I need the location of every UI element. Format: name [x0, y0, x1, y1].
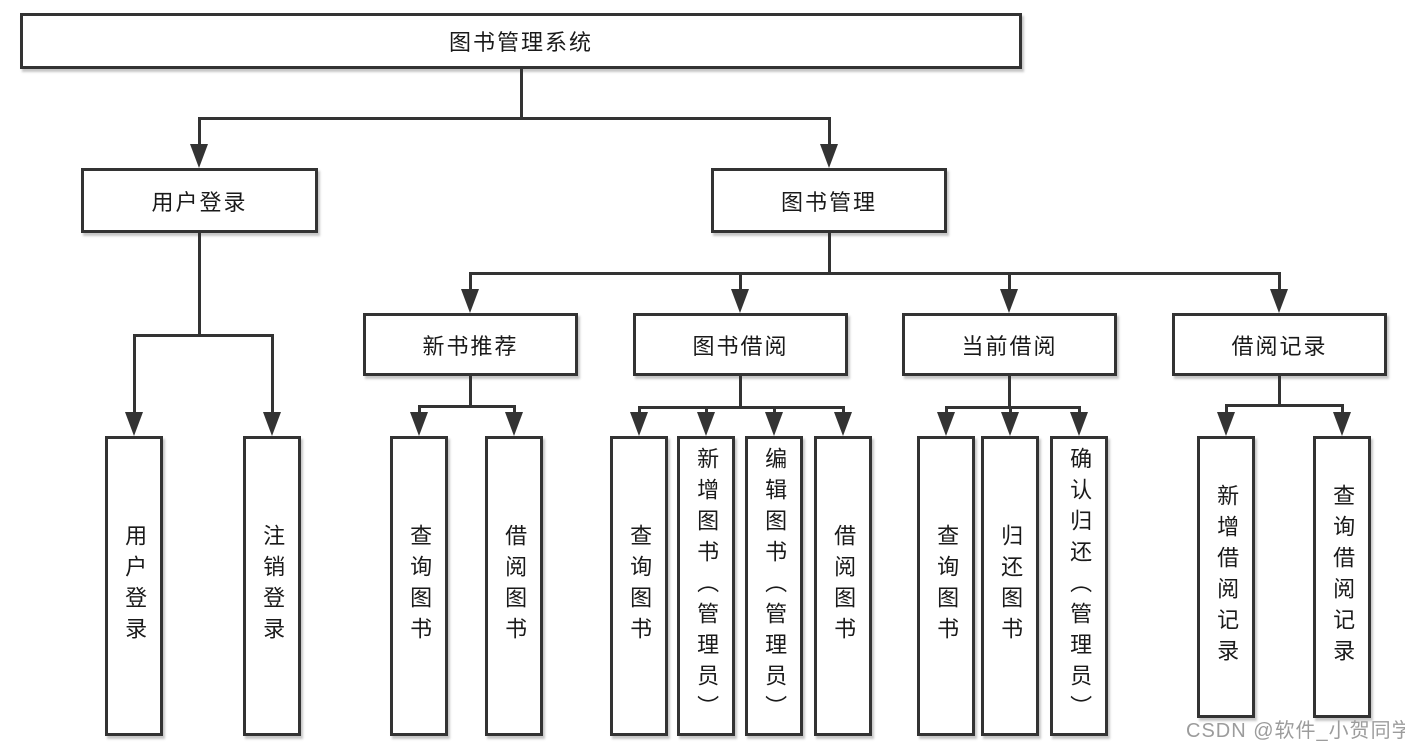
connector-drop-add-borrow-record — [1225, 404, 1228, 414]
connector-new-book-stem — [469, 376, 472, 407]
connector-drop-query-books-borrowing — [638, 406, 641, 414]
node-label: 查询图书 — [627, 524, 653, 648]
node-current-borrowing: 当前借阅 — [902, 313, 1117, 376]
connector-drop-return-book — [1009, 406, 1012, 414]
connector-book-borrowing-branch — [638, 406, 845, 409]
leaf-query-books-borrowing: 查询图书 — [610, 436, 668, 736]
node-label: 新增借阅记录 — [1214, 484, 1240, 670]
node-borrowing-records: 借阅记录 — [1172, 313, 1387, 376]
node-label: 用户登录 — [122, 524, 148, 648]
leaf-return-book: 归还图书 — [981, 436, 1039, 736]
node-library-management-system: 图书管理系统 — [20, 13, 1022, 69]
leaf-borrow-books-recommend: 借阅图书 — [485, 436, 543, 736]
node-label: 图书借阅 — [692, 333, 789, 359]
connector-drop-confirm-return — [1078, 406, 1081, 414]
arrowhead-edit-book — [765, 412, 783, 436]
leaf-add-book-admin: 新增图书（管理员） — [677, 436, 735, 736]
arrowhead-borrowing-records — [1270, 289, 1288, 313]
leaf-edit-book-admin: 编辑图书（管理员） — [745, 436, 803, 736]
node-new-book-recommendation: 新书推荐 — [363, 313, 578, 376]
leaf-query-books-recommend: 查询图书 — [390, 436, 448, 736]
leaf-add-borrow-record: 新增借阅记录 — [1197, 436, 1255, 718]
connector-drop-user-login — [198, 117, 201, 148]
node-label: 查询借阅记录 — [1330, 484, 1356, 670]
node-label: 借阅记录 — [1231, 333, 1328, 359]
node-label: 新增图书（管理员） — [694, 446, 720, 726]
node-label: 确认归还（管理员） — [1067, 446, 1093, 726]
connector-book-borrowing-stem — [739, 376, 742, 408]
leaf-user-login: 用户登录 — [105, 436, 163, 736]
connector-borrowing-records-stem — [1278, 376, 1281, 406]
connector-current-borrowing-stem — [1008, 376, 1011, 408]
connector-drop-query-borrow-record — [1341, 404, 1344, 414]
node-label: 归还图书 — [998, 524, 1024, 648]
node-label: 新书推荐 — [422, 333, 519, 359]
connector-drop-borrow-books-recommend — [513, 405, 516, 414]
leaf-confirm-return-admin: 确认归还（管理员） — [1050, 436, 1108, 736]
arrowhead-add-book — [697, 412, 715, 436]
connector-root-branch — [198, 117, 831, 120]
connector-current-borrowing-branch — [945, 406, 1081, 409]
leaf-logout: 注销登录 — [243, 436, 301, 736]
connector-drop-query-books-current — [945, 406, 948, 414]
connector-user-login-branch — [133, 334, 274, 337]
arrowhead-leaf-user-login — [125, 412, 143, 436]
connector-drop-leaf-logout — [271, 334, 274, 414]
node-label: 查询图书 — [407, 524, 433, 648]
connector-user-login-stem — [198, 233, 201, 336]
leaf-borrow-books-borrowing: 借阅图书 — [814, 436, 872, 736]
node-label: 用户登录 — [151, 189, 248, 215]
node-label: 借阅图书 — [831, 524, 857, 648]
connector-drop-current-borrowing — [1008, 272, 1011, 292]
connector-drop-book-management — [828, 117, 831, 148]
arrowhead-leaf-logout — [263, 412, 281, 436]
node-label: 查询图书 — [934, 524, 960, 648]
node-label: 图书管理系统 — [448, 30, 593, 55]
arrowhead-borrow-books-recommend — [505, 412, 523, 436]
arrowhead-add-borrow-record — [1217, 412, 1235, 436]
arrowhead-return-book — [1001, 412, 1019, 436]
node-book-management: 图书管理 — [711, 168, 947, 233]
connector-drop-add-book — [705, 406, 708, 414]
arrowhead-book-borrowing — [731, 289, 749, 313]
watermark: CSDN @软件_小贺同学 — [1186, 720, 1405, 742]
connector-drop-query-books-recommend — [418, 405, 421, 414]
leaf-query-borrow-record: 查询借阅记录 — [1313, 436, 1371, 718]
arrowhead-confirm-return — [1070, 412, 1088, 436]
arrowhead-query-books-borrowing — [630, 412, 648, 436]
arrowhead-query-borrow-record — [1333, 412, 1351, 436]
connector-book-management-branch — [469, 272, 1281, 275]
connector-drop-edit-book — [773, 406, 776, 414]
connector-borrowing-records-branch — [1225, 404, 1344, 407]
arrowhead-current-borrowing — [1000, 289, 1018, 313]
node-user-login: 用户登录 — [81, 168, 318, 233]
connector-drop-leaf-user-login — [133, 334, 136, 414]
node-label: 注销登录 — [260, 524, 286, 648]
connector-drop-borrow-books-borrowing — [842, 406, 845, 414]
arrowhead-query-books-current — [937, 412, 955, 436]
connector-drop-borrowing-records — [1278, 272, 1281, 292]
connector-book-management-stem — [828, 233, 831, 274]
node-book-borrowing: 图书借阅 — [633, 313, 848, 376]
connector-drop-book-borrowing — [739, 272, 742, 292]
arrowhead-borrow-books-borrowing — [834, 412, 852, 436]
connector-root-stem — [520, 68, 523, 119]
arrowhead-new-book — [461, 289, 479, 313]
leaf-query-books-current: 查询图书 — [917, 436, 975, 736]
arrowhead-user-login — [190, 144, 208, 168]
node-label: 图书管理 — [780, 189, 877, 215]
arrowhead-query-books-recommend — [410, 412, 428, 436]
node-label: 编辑图书（管理员） — [762, 446, 788, 726]
node-label: 借阅图书 — [502, 524, 528, 648]
arrowhead-book-management — [820, 144, 838, 168]
connector-new-book-branch — [418, 405, 516, 408]
node-label: 当前借阅 — [961, 333, 1058, 359]
connector-drop-new-book — [469, 272, 472, 292]
